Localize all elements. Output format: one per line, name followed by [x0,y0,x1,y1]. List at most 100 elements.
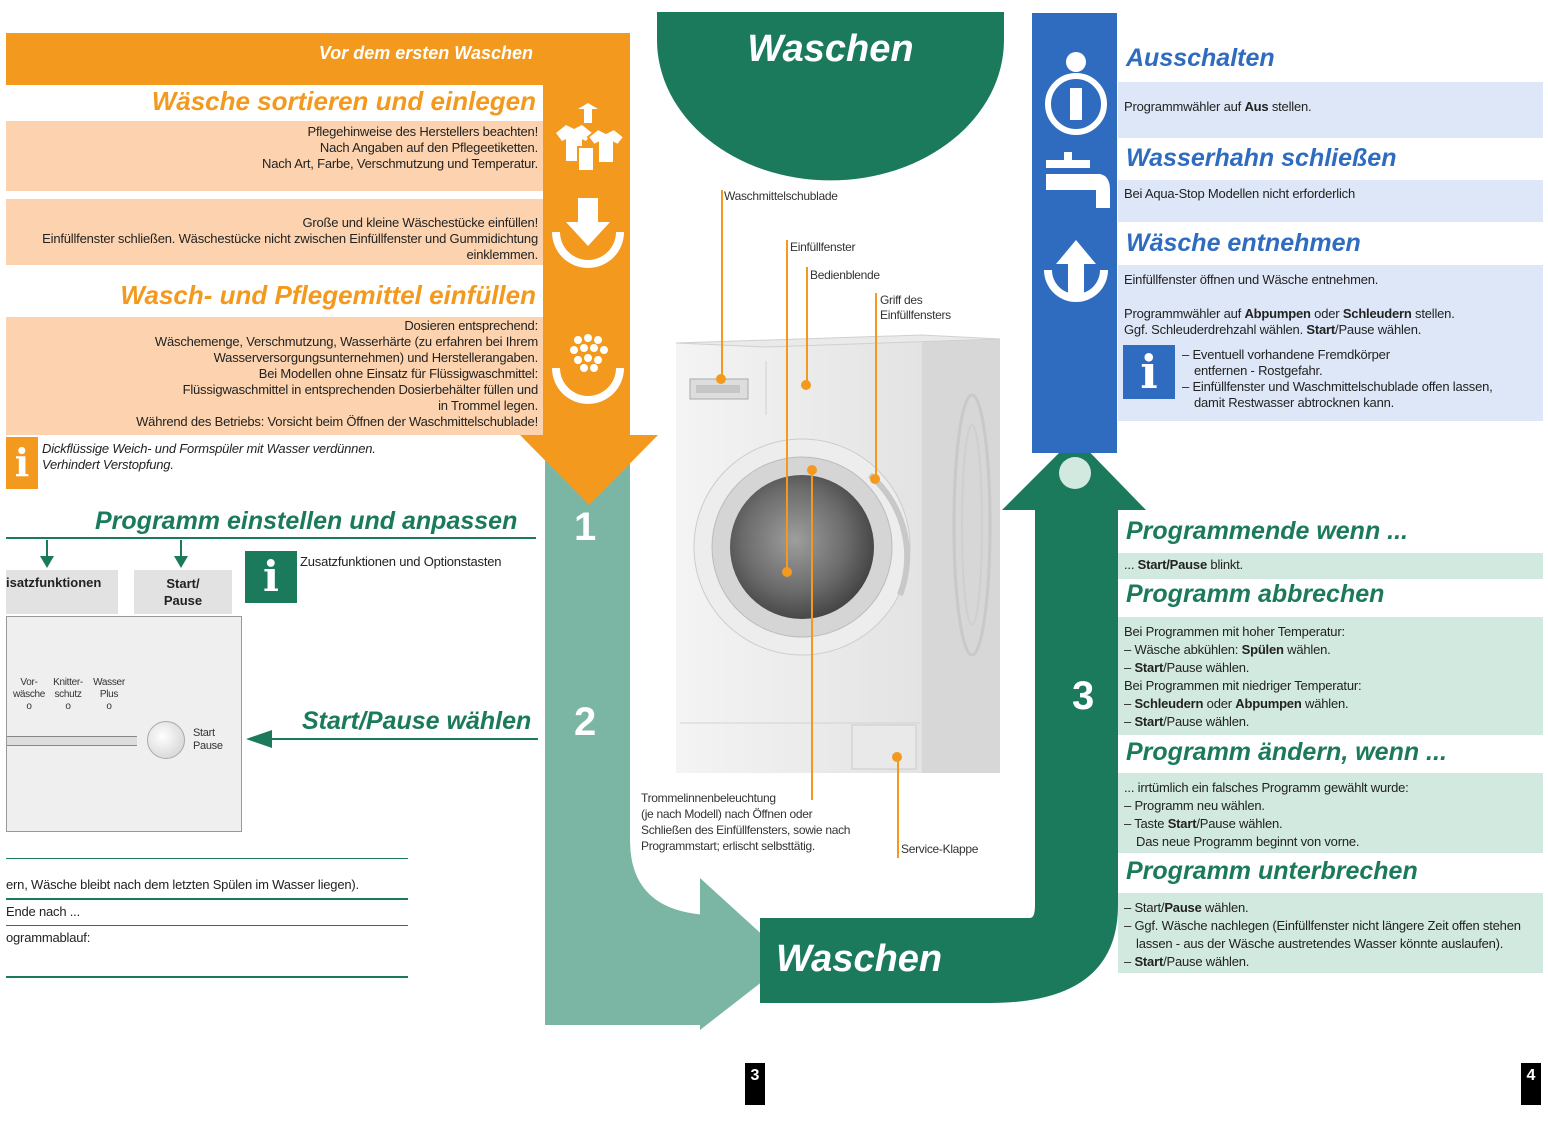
sort-laundry-icon [556,103,626,172]
step3-band [760,510,1118,1003]
unload-line: Programmwähler auf Abpumpen oder Schleud… [1124,306,1455,321]
callout-dot [716,374,726,384]
detergent-line: Dosieren entsprechend: [404,318,538,333]
tab-zusatzfunktionen[interactable]: isatzfunktionen [6,570,118,614]
label-drum-line: Trommelinnenbeleuchtung [641,791,776,805]
top-dome [657,12,1004,181]
detergent-line: Bei Modellen ohne Einsatz für Flüssigwas… [258,366,538,381]
unload-line: Einfüllfenster öffnen und Wäsche entnehm… [1124,272,1379,287]
callout-dot [892,752,902,762]
panel-btn-label: wäsche [12,689,46,700]
bottom-title: Waschen [776,938,943,980]
sort-line: Pflegehinweise des Herstellers beachten! [307,124,539,139]
top-title: Waschen [747,28,914,70]
tab-label: Start/ [166,576,200,591]
tip-line: Verhindert Verstopfung. [42,457,174,472]
change-line: – Taste Start/Pause wählen. [1124,816,1283,831]
tip-text: Dickflüssige Weich- und Formspüler mit W… [42,441,376,473]
detergent-line: Wasserversorgungsunternehmen) und Herste… [213,350,539,365]
start-pause-title: Start/Pause wählen [302,707,532,735]
callout-line [786,240,788,573]
sort-line: Nach Angaben auf den Pflegeetiketten. [319,140,538,155]
pause-title: Programm unterbrechen [1126,857,1418,885]
label-drum-line: Schließen des Einfüllfensters, sowie nac… [641,823,851,837]
load-box: Große und kleine Wäschestücke einfüllen!… [6,199,543,265]
step2-band-curve [545,840,700,1000]
tap-text: Bei Aqua-Stop Modellen nicht erforderlic… [1124,186,1355,201]
tip-line: Dickflüssige Weich- und Formspüler mit W… [42,441,376,456]
abort-box: Bei Programmen mit hoher Temperatur: – W… [1118,617,1543,735]
left-row: ogrammablauf: [6,930,91,945]
panel-btn-label: Plus [99,689,119,700]
unload-info-line: – Einfüllfenster und Waschmittelschublad… [1182,379,1493,394]
panel-start-label: Start Pause [193,727,223,753]
abort-line: – Start/Pause wählen. [1124,714,1250,729]
off-title: Ausschalten [1126,44,1275,72]
power-off-icon [1045,52,1107,135]
banner: Vor dem ersten Waschen [6,33,543,85]
unload-line: Ggf. Schleuderdrehzahl wählen. Start/Pau… [1124,322,1422,337]
end-bold: Start/Pause [1137,557,1208,572]
unload-info-line: – Eventuell vorhandene Fremdkörper [1182,347,1390,362]
label-handle: Griff des Einfüllfensters [880,293,951,323]
callout-dot [801,380,811,390]
callout-dot [870,474,880,484]
sort-title: Wäsche sortieren und einlegen [151,86,536,116]
callout-line [875,293,877,479]
detergent-dots-icon [552,334,624,404]
left-row: Ende nach ... [6,904,81,919]
page-number-left: 3 [745,1063,765,1105]
step-1: 1 [574,505,597,549]
load-line: Große und kleine Wäschestücke einfüllen! [302,215,538,230]
banner-text: Vor dem ersten Waschen [318,43,533,63]
detergent-line: Wäschemenge, Verschmutzung, Wasserhärte … [154,334,538,349]
callout-dot [807,465,817,475]
unload-title: Wäsche entnehmen [1126,229,1361,257]
off-text: Programmwähler auf [1124,99,1245,114]
load-arrow-icon [552,198,624,268]
tip-info-icon: i [6,437,38,489]
start-pause-knob[interactable] [147,721,185,759]
panel-btn-label: Knitter- [53,677,83,688]
step-3: 3 [1072,674,1095,718]
off-text: stellen. [1268,99,1312,114]
label-panel: Bedienblende [810,268,880,282]
panel-btn-label: schutz [54,689,82,700]
tab-label: Pause [163,593,203,608]
callout-dot [782,567,792,577]
change-title: Programm ändern, wenn ... [1126,738,1447,766]
sort-box: Pflegehinweise des Herstellers beachten!… [6,121,543,191]
program-title: Programm einstellen und anpassen [95,507,518,535]
label-drum-light: Trommelinnenbeleuchtung (je nach Modell)… [641,790,850,854]
tap-box: Bei Aqua-Stop Modellen nicht erforderlic… [1118,180,1543,222]
orange-arrow-head [520,435,658,505]
pause-box: – Start/Pause wählen. – Ggf. Wäsche nach… [1118,893,1543,973]
detergent-line: in Trommel legen. [438,398,538,413]
detergent-line: Während des Betriebs: Vorsicht beim Öffn… [136,414,538,429]
abort-title: Programm abbrechen [1126,580,1385,608]
abort-line: – Schleudern oder Abpumpen wählen. [1124,696,1349,711]
step3-dot [1059,457,1091,489]
unload-info-icon: i [1123,345,1175,399]
unload-box: Einfüllfenster öffnen und Wäsche entnehm… [1118,265,1543,421]
unload-info-line: entfernen - Rostgefahr. [1194,363,1323,378]
tab-start-pause[interactable]: Start/ Pause [134,570,232,614]
label-service: Service-Klappe [901,842,979,856]
pause-line: – Start/Pause wählen. [1124,900,1249,915]
change-box: ... irrtümlich ein falsches Programm gew… [1118,773,1543,853]
unload-arrow-icon [1044,240,1108,302]
program-info-icon: i [245,551,297,603]
label-drawer: Waschmittelschublade [724,189,838,203]
callout-line [806,267,808,383]
step-2: 2 [574,700,597,744]
end-text: blinkt. [1207,557,1243,572]
pause-line: – Ggf. Wäsche nachlegen (Einfüllfenster … [1124,918,1521,933]
end-title: Programmende wenn ... [1126,517,1409,545]
pause-line: lassen - aus der Wäsche austretendes Was… [1136,936,1504,951]
change-line: ... irrtümlich ein falsches Programm gew… [1124,780,1409,795]
panel-start-text: Pause [193,740,223,752]
